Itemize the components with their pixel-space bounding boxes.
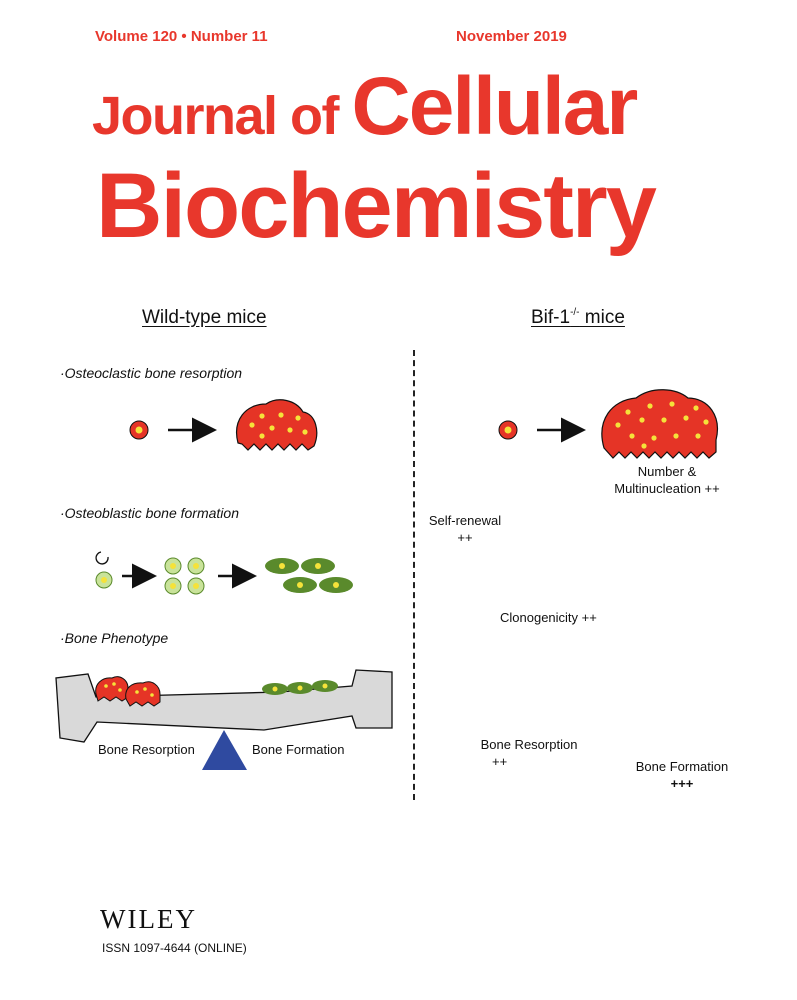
bif-header-prefix: Bif-1 [531,307,571,328]
wt-bone-osteoblasts [262,680,338,695]
section-formation-label: ·Osteoblastic bone formation [60,505,239,521]
title-journal-of: Journal of [92,86,340,146]
wt-bone-formation-label: Bone Formation [252,742,345,757]
bif-header-superscript: -/- [570,307,580,318]
bif-clonogenicity-label: Clonogenicity ++ [500,610,597,625]
wt-osteoblast-cluster [265,558,353,593]
issue-date: November 2019 [456,28,567,45]
title-cellular: Cellular [351,61,639,152]
column-divider [413,350,415,800]
bif-osteoclast [601,389,718,459]
volume-number: Volume 120 • Number 11 [95,28,268,45]
wt-precursor-cell [129,420,149,440]
bif-header: Bif-1-/- mice [531,307,625,329]
bif-self-renewal-text: Self-renewal [428,513,502,528]
bif-bone-resorption-text: Bone Resorption [480,737,578,752]
wt-bone-osteoclasts [95,676,161,707]
bif-bone-formation-text: Bone Formation [635,759,729,774]
bif-number-multinucleation-label: Number & Multinucleation ++ [602,463,732,497]
bif-number-label: Number & [637,464,697,479]
bif-self-renewal-mark: ++ [457,530,473,545]
bif-precursor-cell [498,420,518,440]
wt-stem-cell [95,571,113,589]
bif-multinucleation-label: Multinucleation ++ [614,481,720,496]
bif-bone-resorption-mark: ++ [492,754,508,769]
bif-bone-formation-mark: +++ [670,776,694,791]
wt-osteoclast [236,399,318,451]
wt-self-renewal-loop [95,551,109,565]
bif-bone-resorption-label: Bone Resorption ++ [478,736,580,770]
journal-title-line2: Biochemistry [96,155,657,257]
wt-balance-fulcrum [202,730,247,770]
bif-self-renewal-label: Self-renewal ++ [420,512,510,546]
journal-title-line1: Journal of Cellular [92,66,638,148]
section-resorption-label: ·Osteoclastic bone resorption [60,365,243,381]
wt-bone-resorption-label: Bone Resorption [98,742,195,757]
bif-header-suffix: mice [579,307,625,328]
issn-text: ISSN 1097-4644 (ONLINE) [102,941,247,955]
wiley-logo: WILEY [100,904,197,934]
wt-progenitor-cluster [164,557,205,595]
section-phenotype-label: ·Bone Phenotype [60,630,169,646]
wild-type-header: Wild-type mice [142,307,267,328]
bif-bone-formation-label: Bone Formation +++ [632,758,732,792]
